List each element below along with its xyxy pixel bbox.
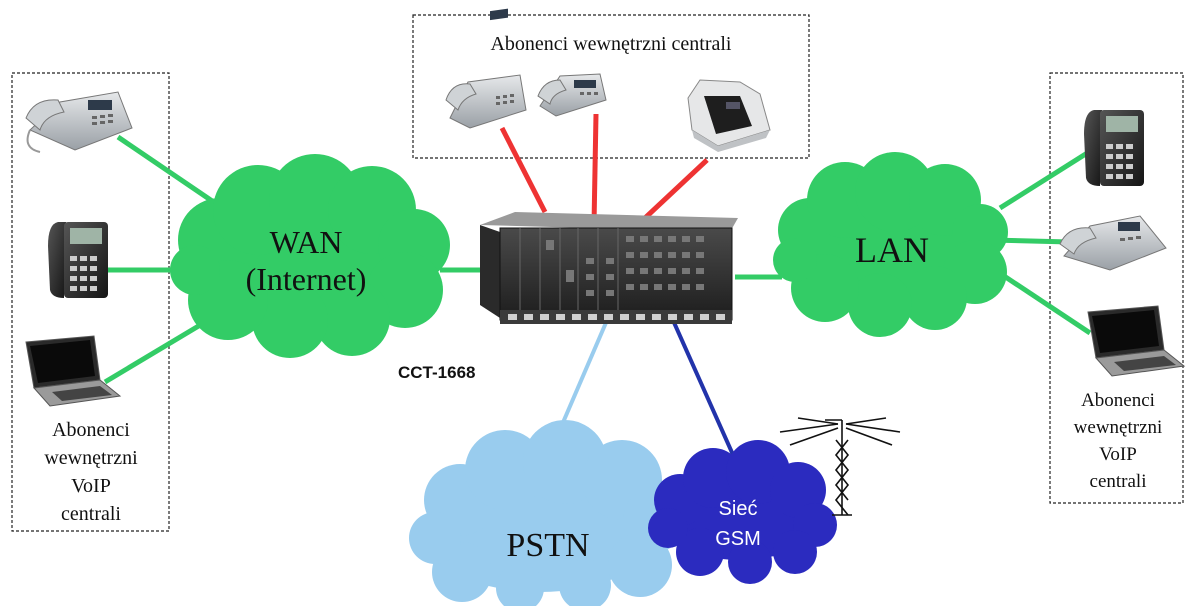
pbx-device-icon [480,212,738,324]
top-group-label: Abonenci wewnętrzni centrali [490,33,731,55]
wan-label-line1: WAN [270,224,343,260]
device-label: CCT-1668 [398,363,475,382]
right-group-label-line3: VoIP [1099,444,1137,465]
top-group-box [412,14,810,159]
link-lan-right-laptop [996,269,1092,336]
ip-phone-icon [1084,110,1144,186]
left-group-label-line3: VoIP [71,475,111,497]
right-group-label-line4: centrali [1090,471,1147,492]
link-analog-fax [643,158,709,220]
lan-label: LAN [855,230,929,270]
right-group-label-line2: wewnętrzni [1074,417,1163,438]
desk-phone-icon [25,91,133,153]
left-group-label-line1: Abonenci [52,419,130,441]
desk-phone-icon [1059,215,1167,271]
left-group-box [11,72,170,532]
link-lan-right-ipphone [998,147,1094,211]
fax-machine-icon [687,79,771,152]
laptop-icon [25,335,122,407]
pstn-label: PSTN [506,527,589,564]
desk-phone-icon [537,73,607,117]
left-group-label: Abonenci wewnętrzni VoIP centrali [44,419,138,525]
link-device-gsm [670,317,744,476]
laptop-icon [1087,305,1186,377]
link-analog-phone1 [499,126,548,214]
gsm-label-line1: Sieć [719,498,758,520]
left-group-label-line2: wewnętrzni [44,447,138,469]
right-group-label-line1: Abonenci [1081,390,1155,411]
links [103,113,1094,476]
right-group-label: Abonenci wewnętrzni VoIP centrali [1074,390,1163,492]
gsm-cloud [648,440,837,584]
gsm-label-line2: GSM [715,528,761,550]
link-left-phone-wan [116,134,220,208]
link-analog-phone2 [591,113,599,226]
lan-cloud [773,152,1008,337]
right-group-box [1049,72,1184,504]
antenna-icon [779,417,901,516]
pstn-cloud [409,420,687,606]
wan-label-line2: (Internet) [246,261,367,297]
wan-cloud [170,154,450,358]
desk-phone-icon [445,8,527,129]
left-group-label-line4: centrali [61,503,121,525]
ip-phone-icon [48,222,108,298]
